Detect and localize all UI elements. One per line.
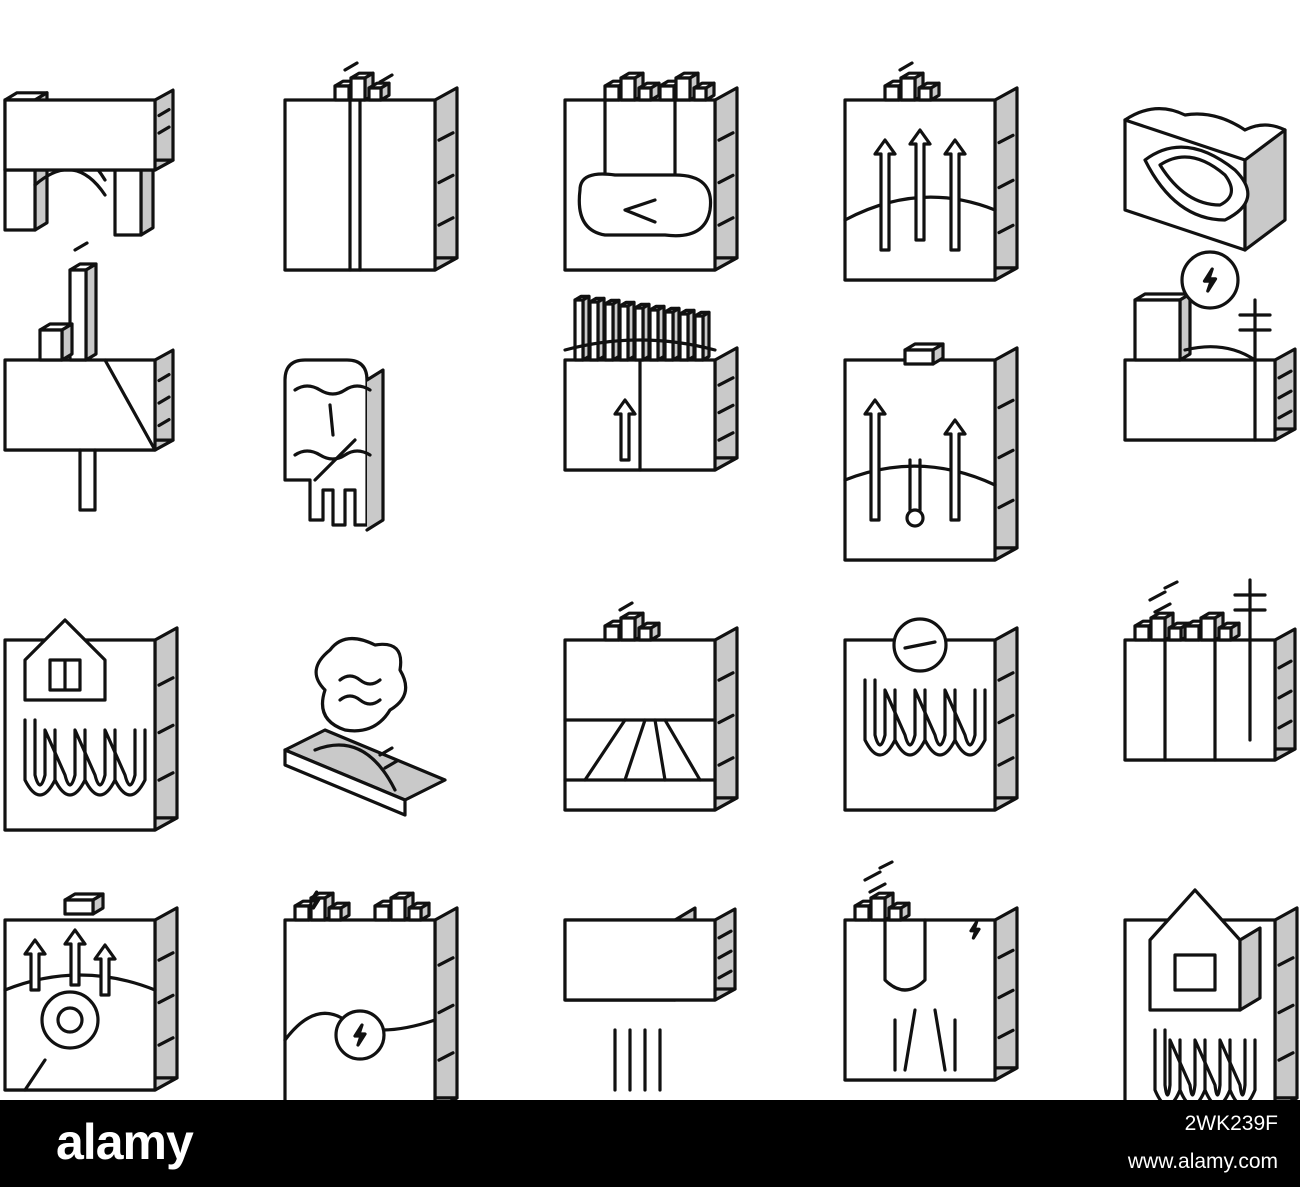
image-id: 2WK239F	[1184, 1112, 1278, 1135]
alamy-logo: alamy	[56, 1114, 194, 1170]
geothermal-power-plant-icon	[3, 88, 175, 237]
icon-grid	[3, 61, 1299, 1100]
watermark-bar: alamy 2WK239F www.alamy.com	[0, 1100, 1300, 1187]
underground-reservoir-flow-icon	[563, 71, 739, 272]
home-geothermal-system-icon	[1123, 888, 1299, 1100]
thermometer-heat-flow-icon	[843, 342, 1019, 562]
energy-generation-icon	[283, 890, 459, 1100]
magma-layers-icon	[563, 601, 739, 812]
heat-exchange-gear-icon	[3, 892, 179, 1092]
electricity-substation-icon	[1123, 250, 1297, 442]
heat-rising-arrows-icon	[843, 61, 1019, 282]
steam-power-line-icon	[1123, 578, 1297, 762]
drilling-rig-icon	[3, 241, 175, 512]
geothermal-field-terrain-icon	[1123, 106, 1287, 252]
ground-temperature-probe-icon	[283, 358, 385, 532]
cooling-tower-arrow-icon	[563, 294, 739, 472]
website-url: www.alamy.com	[1127, 1150, 1278, 1173]
ground-source-heat-icon	[563, 906, 737, 1092]
heat-pump-loop-icon	[843, 617, 1019, 812]
steam-vent-plant-icon	[843, 860, 1019, 1082]
house-heat-loop-icon	[3, 618, 179, 832]
icon-grid-svg	[3, 61, 1299, 1100]
geyser-steam-icon	[283, 637, 447, 817]
geothermal-well-pipes-icon	[283, 61, 459, 272]
